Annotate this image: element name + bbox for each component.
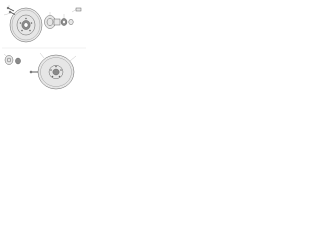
wheel-hub: [44, 15, 61, 29]
brake-disc-lower: [37, 54, 75, 90]
wheel-bolt-set: [6, 6, 16, 15]
hub-bearing: [60, 18, 68, 26]
top-disc-assembly: [3, 5, 82, 43]
brake-disc-upper: [9, 7, 43, 43]
small-parts-bottom-left: [3, 53, 21, 65]
bottom-disc-assembly: [3, 52, 77, 90]
disc-screw: [29, 70, 38, 74]
dust-shield-clip: [71, 7, 82, 13]
exploded-parts-diagram: [2, 5, 86, 90]
hub-cap: [68, 18, 74, 26]
